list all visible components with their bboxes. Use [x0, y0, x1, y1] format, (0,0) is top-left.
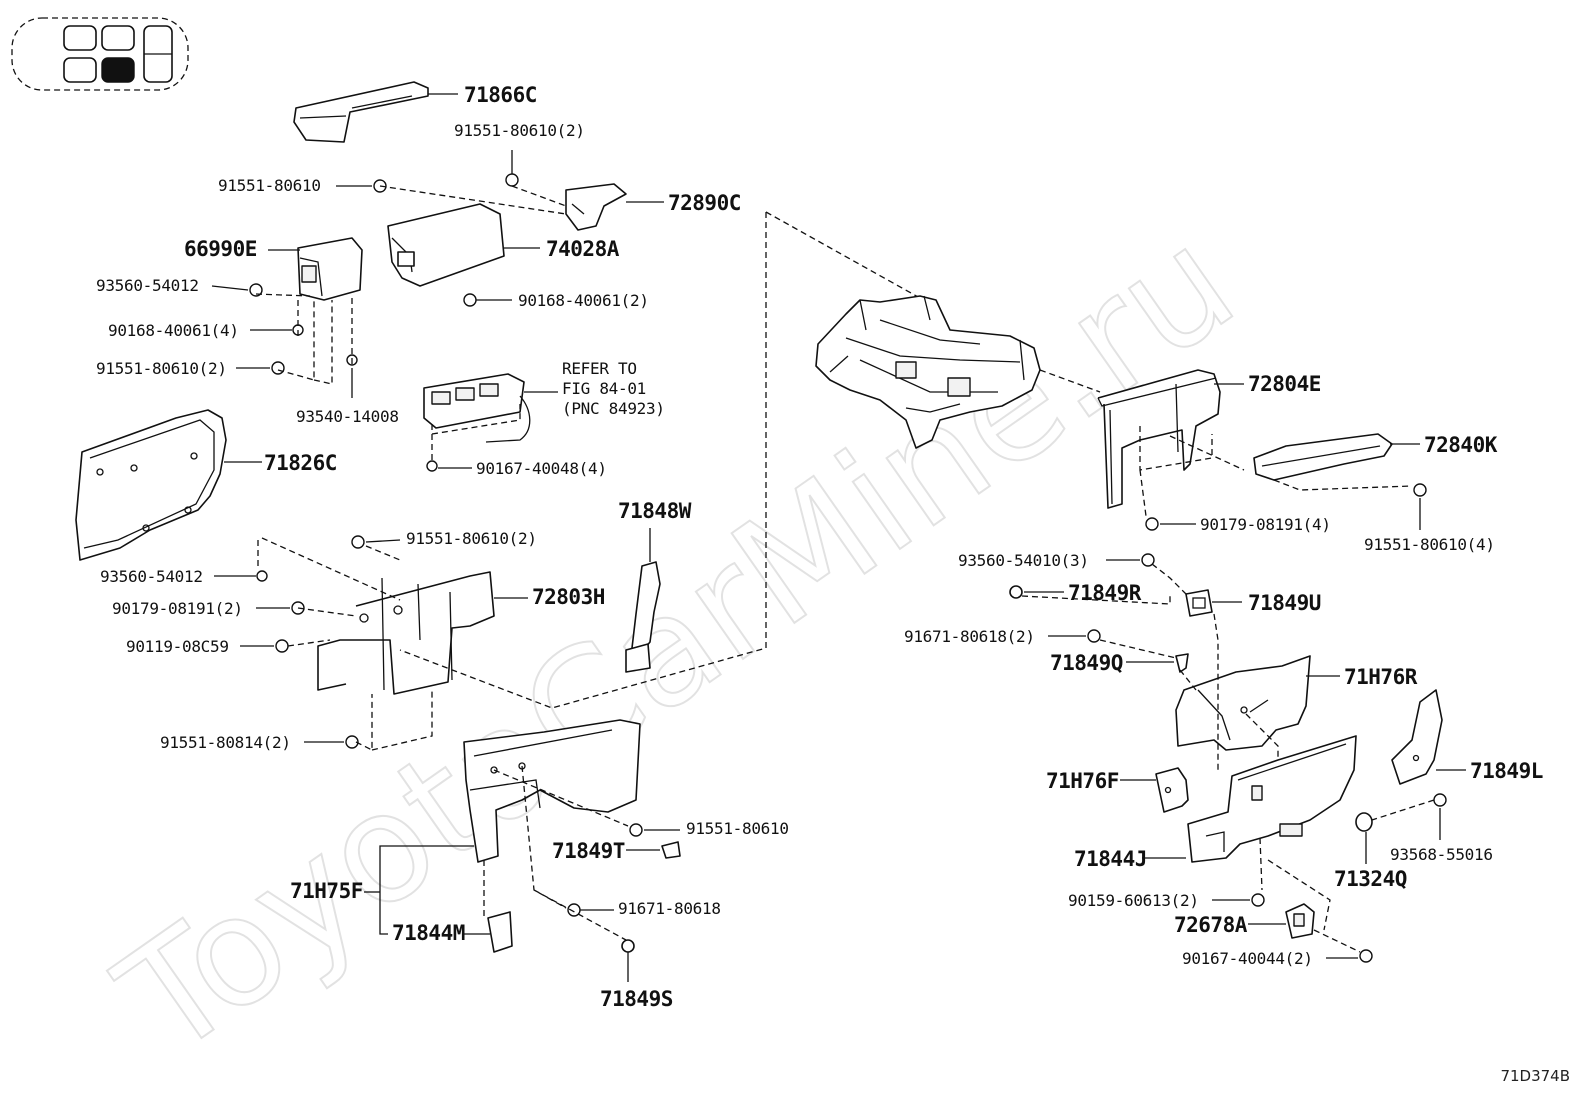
label-91671-80618-2[interactable]: 91671-80618(2) [904, 627, 1035, 646]
part-71849S-shape [621, 939, 635, 953]
part-71844M-shape [487, 911, 513, 953]
label-71849S[interactable]: 71849S [600, 987, 673, 1011]
part-66990E-shape [297, 237, 363, 301]
label-71866C[interactable]: 71866C [464, 83, 537, 107]
label-72890C[interactable]: 72890C [668, 191, 741, 215]
leader-lines-left [211, 93, 921, 982]
leader-lines-right [1021, 369, 1466, 959]
label-91671-80618[interactable]: 91671-80618 [618, 899, 721, 918]
label-71849R[interactable]: 71849R [1068, 581, 1142, 605]
part-72678A-shape [1285, 903, 1315, 939]
part-switch-box-shape [423, 373, 531, 443]
part-71849T-shape [661, 841, 681, 859]
label-91551-80610-2a[interactable]: 91551-80610(2) [454, 121, 585, 140]
label-71H76F[interactable]: 71H76F [1046, 769, 1119, 793]
refer-line-2: FIG 84-01 [562, 379, 646, 398]
label-93560-54012-b[interactable]: 93560-54012 [100, 567, 203, 586]
label-93560-54010-3[interactable]: 93560-54010(3) [958, 551, 1089, 570]
label-90179-08191-2[interactable]: 90179-08191(2) [112, 599, 243, 618]
label-91551-80610-b[interactable]: 91551-80610 [686, 819, 789, 838]
label-71826C[interactable]: 71826C [264, 451, 337, 475]
label-71849T[interactable]: 71849T [552, 839, 625, 863]
label-91551-80610-2b[interactable]: 91551-80610(2) [96, 359, 227, 378]
part-71844J-shape [1187, 735, 1357, 863]
label-91551-80610-a[interactable]: 91551-80610 [218, 176, 321, 195]
label-90168-40061-4[interactable]: 90168-40061(4) [108, 321, 239, 340]
label-71849U[interactable]: 71849U [1248, 591, 1321, 615]
part-71826C-shape [75, 409, 227, 561]
refer-line-1: REFER TO [562, 359, 637, 378]
part-71849U-shape [1185, 589, 1213, 617]
part-71866C-shape [293, 81, 429, 143]
label-93568-55016[interactable]: 93568-55016 [1390, 845, 1493, 864]
label-71324Q[interactable]: 71324Q [1334, 867, 1407, 891]
figure-code: 71D374B [1500, 1067, 1570, 1085]
label-90119-08C59[interactable]: 90119-08C59 [126, 637, 229, 656]
label-90168-40061-2[interactable]: 90168-40061(2) [518, 291, 649, 310]
part-71H76F-shape [1155, 767, 1189, 813]
label-66990E[interactable]: 66990E [184, 237, 257, 261]
label-91551-80610-4[interactable]: 91551-80610(4) [1364, 535, 1495, 554]
part-71H75F-shape [463, 719, 641, 863]
part-72840K-shape [1253, 433, 1393, 481]
part-74028A-shape [387, 203, 505, 287]
label-72803H[interactable]: 72803H [532, 585, 605, 609]
part-71H76R-shape [1175, 655, 1311, 751]
part-seat-frame-shape [815, 295, 1041, 449]
part-71324Q-shape [1355, 812, 1373, 832]
label-90159-60613-2[interactable]: 90159-60613(2) [1068, 891, 1199, 910]
label-90179-08191-4[interactable]: 90179-08191(4) [1200, 515, 1331, 534]
part-71849L-shape [1391, 689, 1443, 785]
label-72840K[interactable]: 72840K [1424, 433, 1498, 457]
vehicle-seat-locator-icon [11, 17, 189, 91]
label-93540-14008[interactable]: 93540-14008 [296, 407, 399, 426]
label-91551-80814-2[interactable]: 91551-80814(2) [160, 733, 291, 752]
label-90167-40048-4[interactable]: 90167-40048(4) [476, 459, 607, 478]
label-72678A[interactable]: 72678A [1174, 913, 1248, 937]
label-91551-80610-2c[interactable]: 91551-80610(2) [406, 529, 537, 548]
label-74028A[interactable]: 74028A [546, 237, 620, 261]
part-72804E-shape [1097, 369, 1221, 509]
label-71849L[interactable]: 71849L [1470, 759, 1543, 783]
part-71848W-shape [625, 561, 661, 673]
label-71844J[interactable]: 71844J [1074, 847, 1147, 871]
label-71848W[interactable]: 71848W [618, 499, 692, 523]
label-71H76R[interactable]: 71H76R [1344, 665, 1418, 689]
part-72890C-shape [565, 183, 627, 231]
part-72803H-shape [317, 571, 495, 695]
part-labels: 71866C 91551-80610(2) 91551-80610 72890C… [96, 83, 1543, 1011]
part-71849Q-shape [1175, 653, 1189, 673]
part-71849R-shape [1009, 585, 1023, 599]
label-71H75F[interactable]: 71H75F [290, 879, 363, 903]
label-93560-54012-a[interactable]: 93560-54012 [96, 276, 199, 295]
refer-line-3: (PNC 84923) [562, 399, 665, 418]
label-90167-40044-2[interactable]: 90167-40044(2) [1182, 949, 1313, 968]
label-71844M[interactable]: 71844M [392, 921, 465, 945]
label-72804E[interactable]: 72804E [1248, 372, 1321, 396]
label-71849Q[interactable]: 71849Q [1050, 651, 1123, 675]
